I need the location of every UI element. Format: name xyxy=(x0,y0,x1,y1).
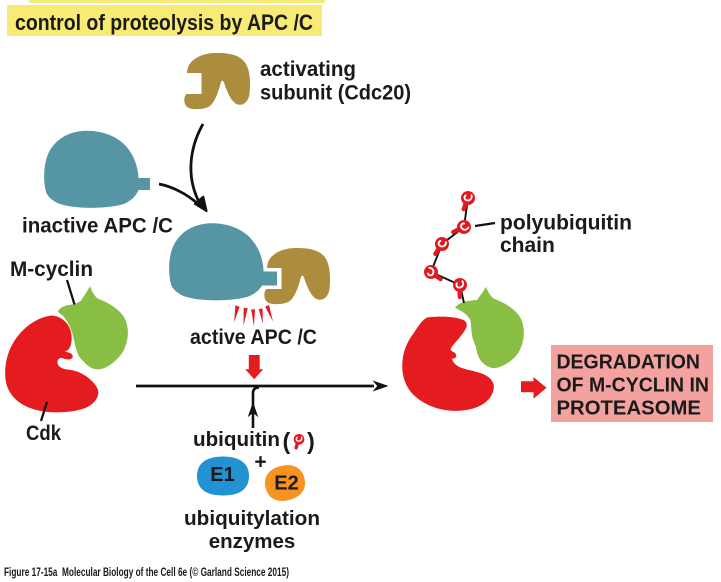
svg-text:PROTEASOME: PROTEASOME xyxy=(557,398,702,420)
svg-text:Figure 17-15a Molecular Biolo: Figure 17-15a Molecular Biology of the C… xyxy=(4,567,289,579)
svg-text:M-cyclin: M-cyclin xyxy=(10,257,93,281)
svg-text:): ) xyxy=(307,428,315,454)
svg-text:inactive APC /C: inactive APC /C xyxy=(22,214,173,238)
svg-text:chain: chain xyxy=(500,234,555,257)
svg-text:ubiquitin: ubiquitin xyxy=(193,428,280,451)
svg-text:(: ( xyxy=(283,428,291,454)
svg-text:subunit (Cdc20): subunit (Cdc20) xyxy=(260,81,411,105)
svg-text:E1: E1 xyxy=(210,464,234,486)
svg-text:OF M-CYCLIN IN: OF M-CYCLIN IN xyxy=(557,375,710,397)
svg-text:activating: activating xyxy=(260,57,356,81)
svg-text:enzymes: enzymes xyxy=(209,530,296,553)
svg-text:E2: E2 xyxy=(274,473,298,495)
svg-text:DEGRADATION: DEGRADATION xyxy=(557,352,701,374)
svg-text:ubiquitylation: ubiquitylation xyxy=(184,507,320,530)
svg-text:control of proteolysis by APC: control of proteolysis by APC /C xyxy=(15,10,313,35)
svg-text:polyubiquitin: polyubiquitin xyxy=(500,212,632,235)
svg-text:active APC /C: active APC /C xyxy=(190,325,317,349)
svg-text:+: + xyxy=(254,451,266,474)
svg-text:Cdk: Cdk xyxy=(26,421,61,445)
